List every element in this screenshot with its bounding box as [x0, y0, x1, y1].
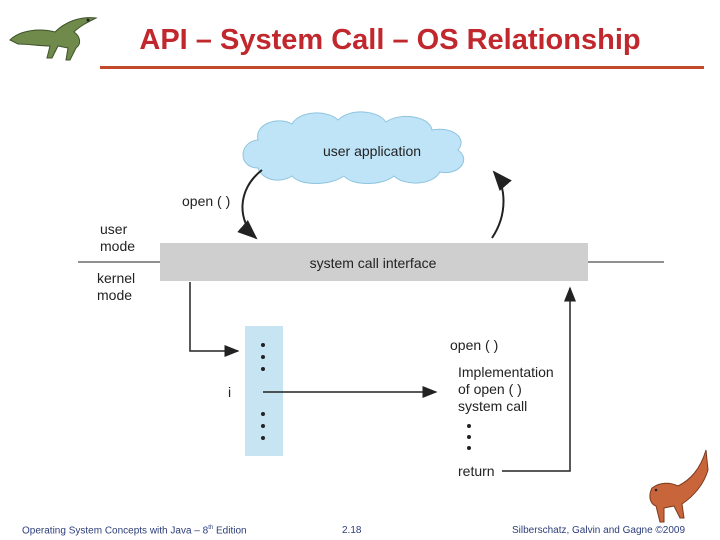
footer-copyright: Silberschatz, Galvin and Gagne ©2009	[512, 525, 686, 536]
footer-course-sup: th	[208, 525, 214, 531]
table-dots-lower	[261, 412, 265, 440]
kernel-mode-line-2: mode	[97, 287, 132, 303]
return-arrow-up	[491, 170, 512, 239]
call-arrow-down	[237, 169, 263, 240]
user-mode-line-2: mode	[100, 238, 135, 254]
title-underline	[100, 66, 704, 69]
kernel-mode-label: kernel mode	[97, 270, 139, 303]
implementation-label: Implementation of open ( ) system call	[458, 364, 558, 414]
user-application-cloud	[242, 111, 465, 184]
implementation-line-3: system call	[458, 398, 527, 414]
table-dots-upper	[261, 343, 265, 371]
footer-course: Operating System Concepts with Java – 8t…	[22, 525, 247, 536]
kernel-mode-line-1: kernel	[97, 270, 135, 286]
user-application-label: user application	[323, 143, 421, 159]
system-call-table	[245, 326, 283, 456]
interface-to-table-arrow	[189, 282, 240, 357]
dinosaur-standing-icon	[649, 449, 709, 523]
implementation-line-1: Implementation	[458, 364, 554, 380]
footer-course-prefix: Operating System Concepts with Java – 8	[22, 525, 209, 537]
user-mode-label: user mode	[100, 221, 135, 254]
page-title: API – System Call – OS Relationship	[139, 24, 641, 56]
system-call-interface-band	[160, 243, 588, 281]
implementation-line-2: of open ( )	[458, 381, 522, 397]
implementation-dots	[467, 424, 471, 450]
dinosaur-logo-icon	[9, 17, 98, 61]
system-call-interface-label: system call interface	[310, 255, 437, 271]
open-call-kernel-label: open ( )	[450, 337, 498, 353]
table-index-label: i	[228, 384, 231, 400]
return-label: return	[458, 463, 495, 479]
open-call-user-label: open ( )	[182, 193, 230, 209]
user-mode-line-1: user	[100, 221, 128, 237]
return-path-arrow	[502, 286, 576, 472]
footer-course-suffix: Edition	[213, 525, 247, 537]
footer-page-number: 2.18	[342, 525, 362, 536]
